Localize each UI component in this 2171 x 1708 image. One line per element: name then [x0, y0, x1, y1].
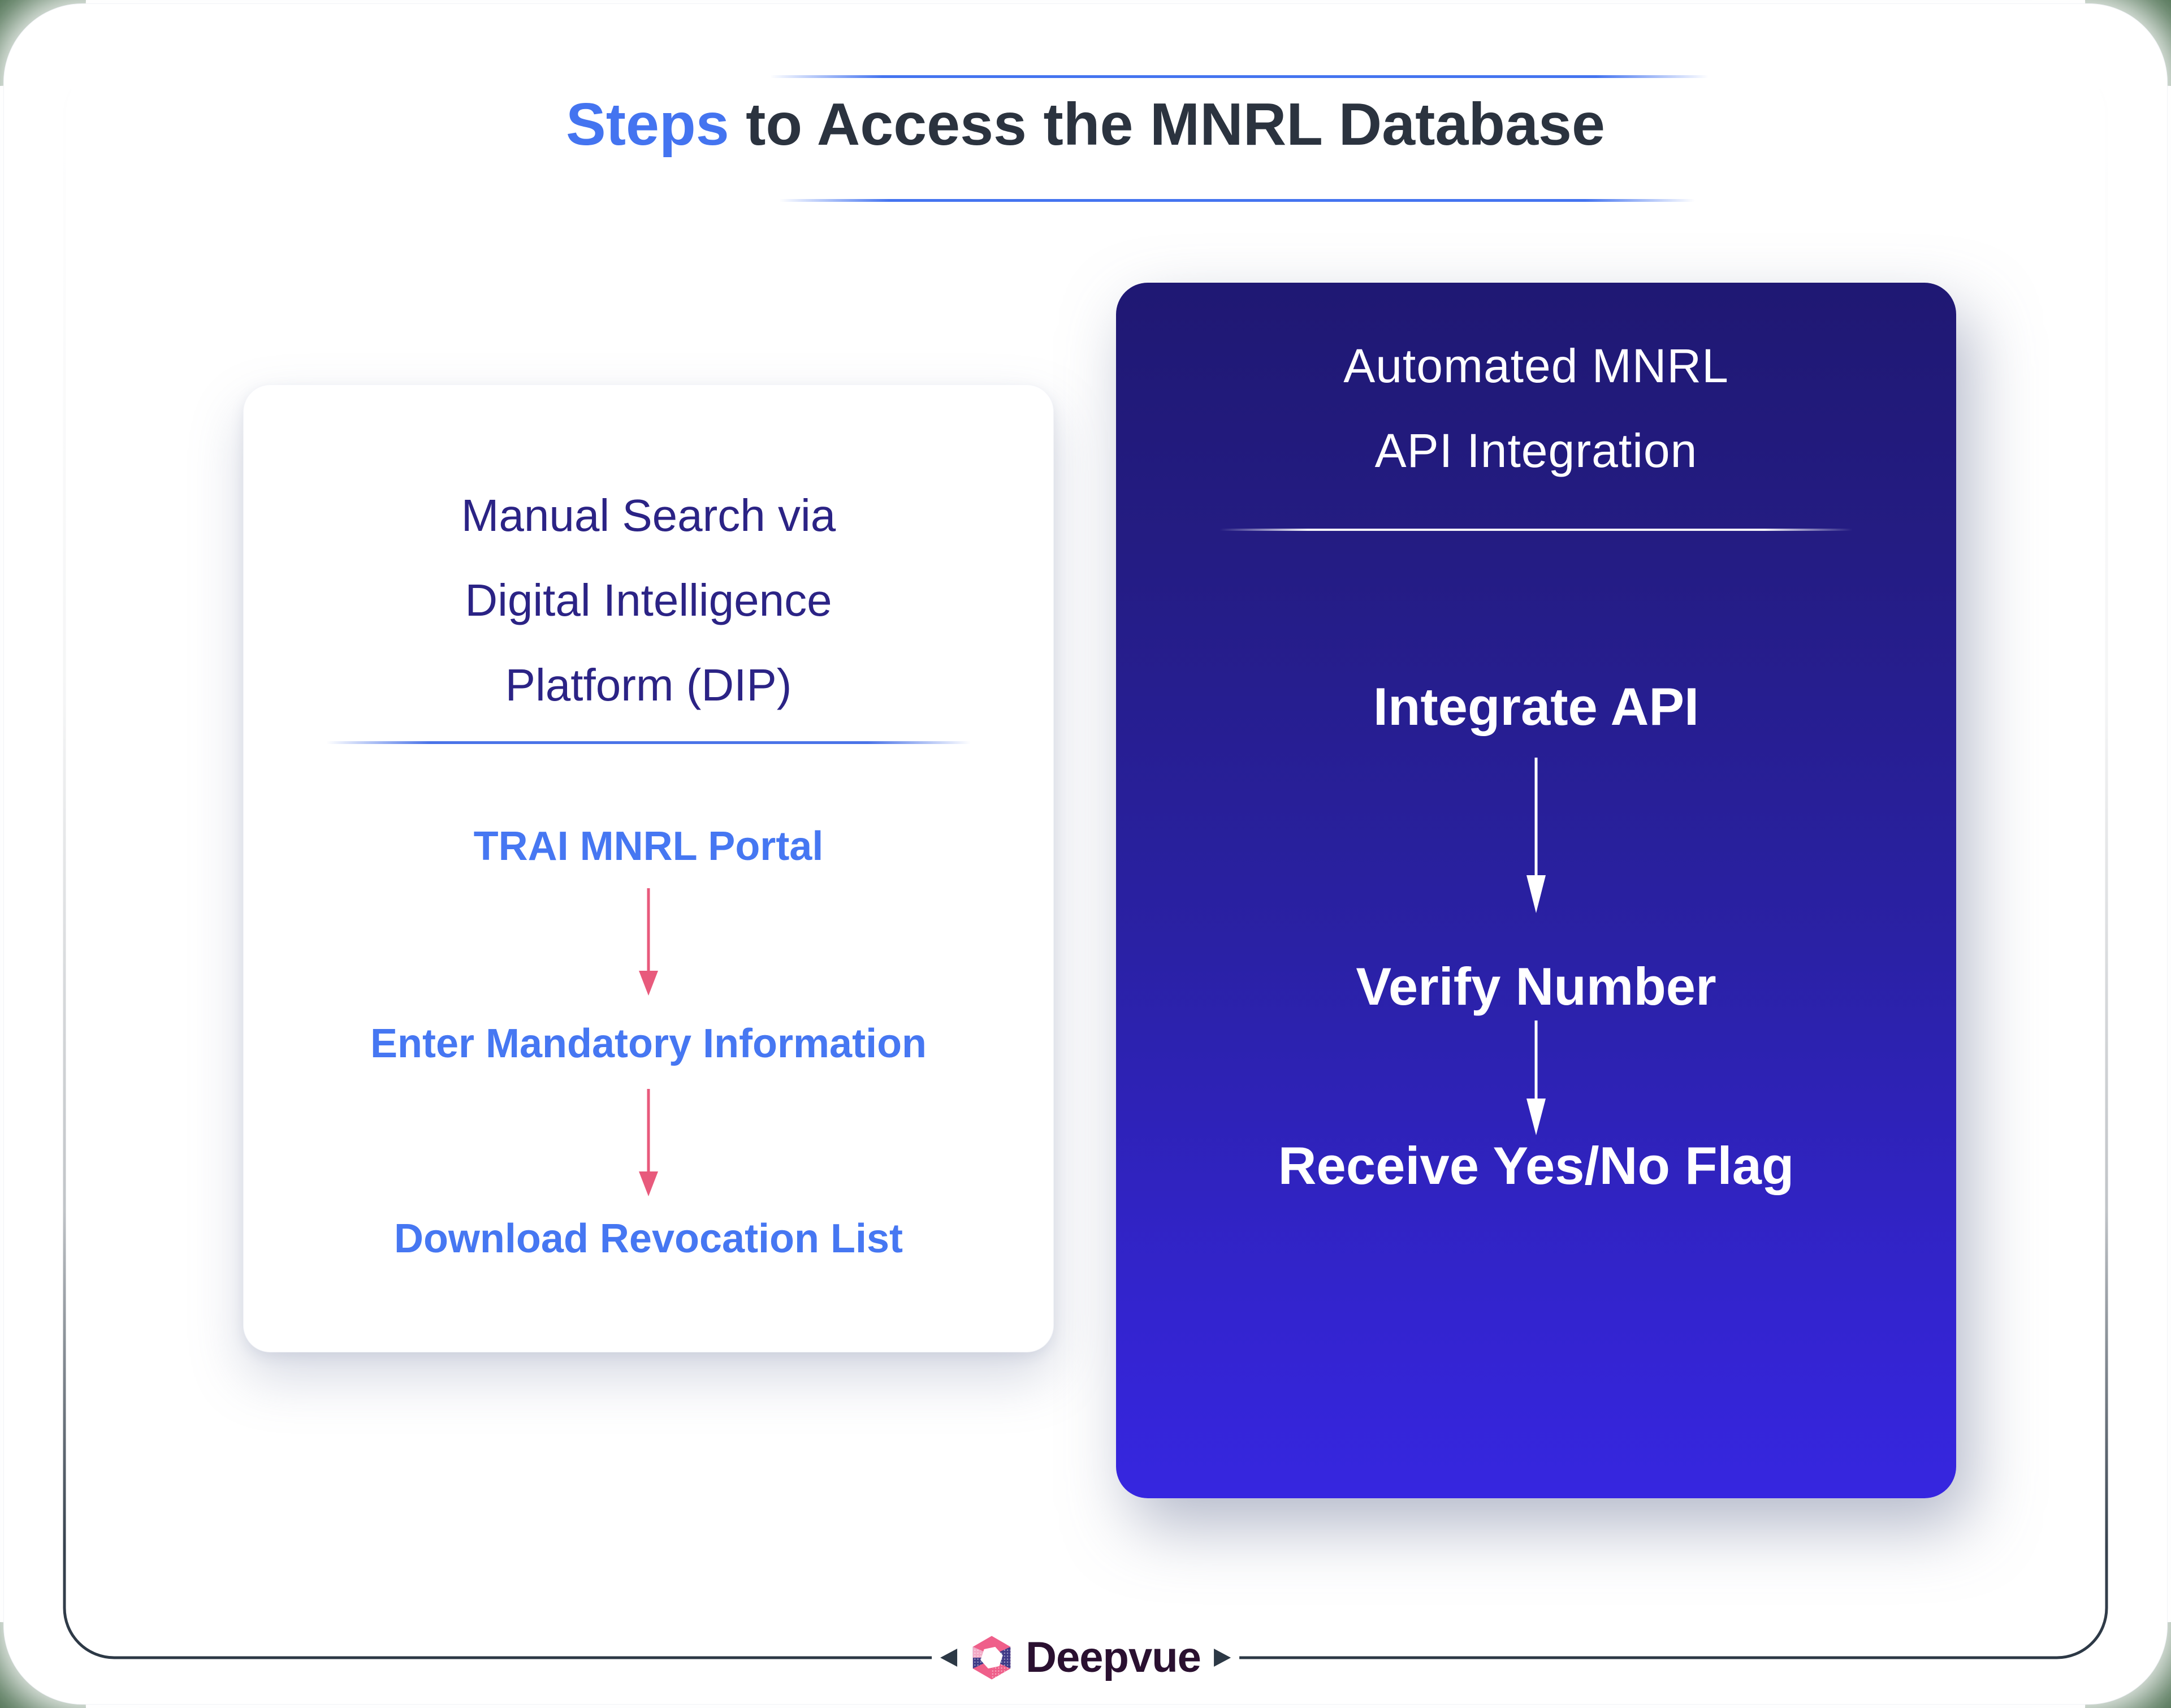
automated-step-3: Receive Yes/No Flag	[1278, 1136, 1794, 1195]
automated-card-divider	[1219, 529, 1853, 531]
footer-brand: Deepvue	[932, 1624, 1239, 1692]
automated-api-card: Automated MNRL API Integration Integrate…	[1116, 283, 1956, 1498]
automated-step-1: Integrate API	[1373, 677, 1699, 736]
title-divider-top	[770, 75, 1709, 78]
automated-card-title-line: API Integration	[1374, 424, 1698, 477]
manual-card-title-line: Digital Intelligence	[465, 575, 832, 625]
left-triangle-icon	[940, 1649, 958, 1667]
manual-card-divider	[326, 741, 971, 744]
page-title: Steps to Access the MNRL Database	[0, 90, 2171, 159]
automated-step-2: Verify Number	[1356, 957, 1716, 1016]
page-title-highlight: Steps	[566, 91, 729, 158]
brand-wordmark: Deepvue	[1026, 1633, 1201, 1681]
title-divider-bottom	[779, 199, 1695, 202]
deepvue-hexagon-logo	[972, 1636, 1011, 1680]
page-title-rest: to Access the MNRL Database	[729, 91, 1605, 158]
down-arrow-icon	[639, 1089, 658, 1196]
manual-search-card: Manual Search via Digital Intelligence P…	[243, 384, 1054, 1352]
manual-step-2: Enter Mandatory Information	[370, 1021, 927, 1066]
manual-card-title-line: Platform (DIP)	[505, 660, 792, 710]
down-arrow-icon	[1526, 1021, 1546, 1135]
manual-step-3: Download Revocation List	[393, 1216, 903, 1261]
automated-card-title: Automated MNRL API Integration	[1116, 323, 1956, 493]
manual-card-title: Manual Search via Digital Intelligence P…	[264, 473, 1033, 728]
right-triangle-icon	[1213, 1649, 1231, 1667]
manual-step-1: TRAI MNRL Portal	[473, 824, 824, 869]
manual-card-title-line: Manual Search via	[461, 490, 836, 540]
automated-card-title-line: Automated MNRL	[1343, 339, 1729, 392]
down-arrow-icon	[1526, 758, 1546, 913]
down-arrow-icon	[639, 888, 658, 996]
